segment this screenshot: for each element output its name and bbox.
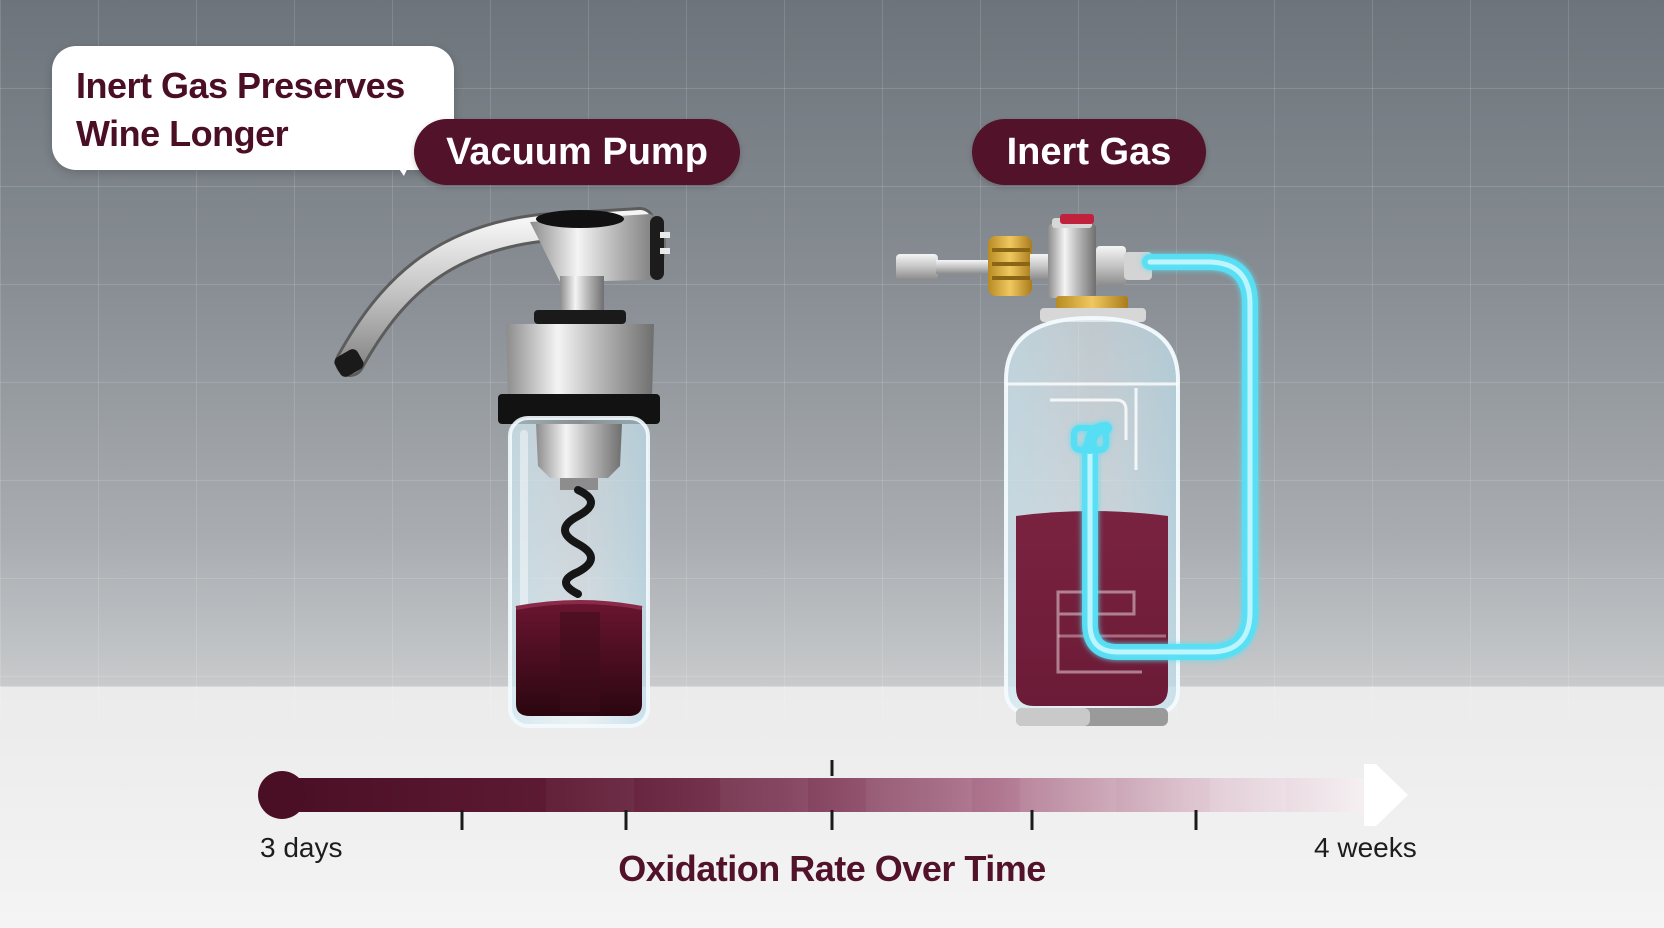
pump-spring — [561, 486, 595, 598]
headline-line-2: Wine Longer — [76, 113, 289, 154]
scale-title: Oxidation Rate Over Time — [618, 848, 1046, 889]
pump-top-cap — [536, 210, 624, 228]
vacuum-pump-device — [334, 207, 670, 728]
inert-gas-label: Inert Gas — [972, 119, 1206, 185]
handle-tip — [334, 349, 364, 377]
scale-end-arrow — [1364, 764, 1408, 826]
pump-stem — [560, 276, 604, 316]
scale-bar — [282, 778, 1382, 812]
oxidation-scale — [258, 760, 1408, 830]
gas-tube — [1071, 254, 1258, 660]
inert-gas-device — [896, 214, 1258, 726]
headline-line-1: Inert Gas Preserves — [76, 65, 405, 106]
gas-nozzle — [896, 254, 938, 280]
pump-handle — [338, 210, 652, 374]
scale-start-marker — [258, 771, 306, 819]
vacuum-pump-label: Vacuum Pump — [414, 119, 740, 185]
pump-collar — [534, 310, 626, 324]
regulator-cap — [1060, 214, 1094, 224]
regulator — [1048, 224, 1096, 298]
headline-text: Inert Gas Preserves Wine Longer — [76, 62, 456, 158]
scale-ticks — [460, 760, 1198, 830]
headline-callout — [52, 46, 454, 170]
pump-head — [530, 214, 666, 282]
pump-piston — [536, 424, 622, 478]
pump-body — [506, 324, 654, 398]
scale-min-label: 3 days — [260, 832, 343, 863]
scale-max-label: 4 weeks — [1314, 832, 1417, 863]
